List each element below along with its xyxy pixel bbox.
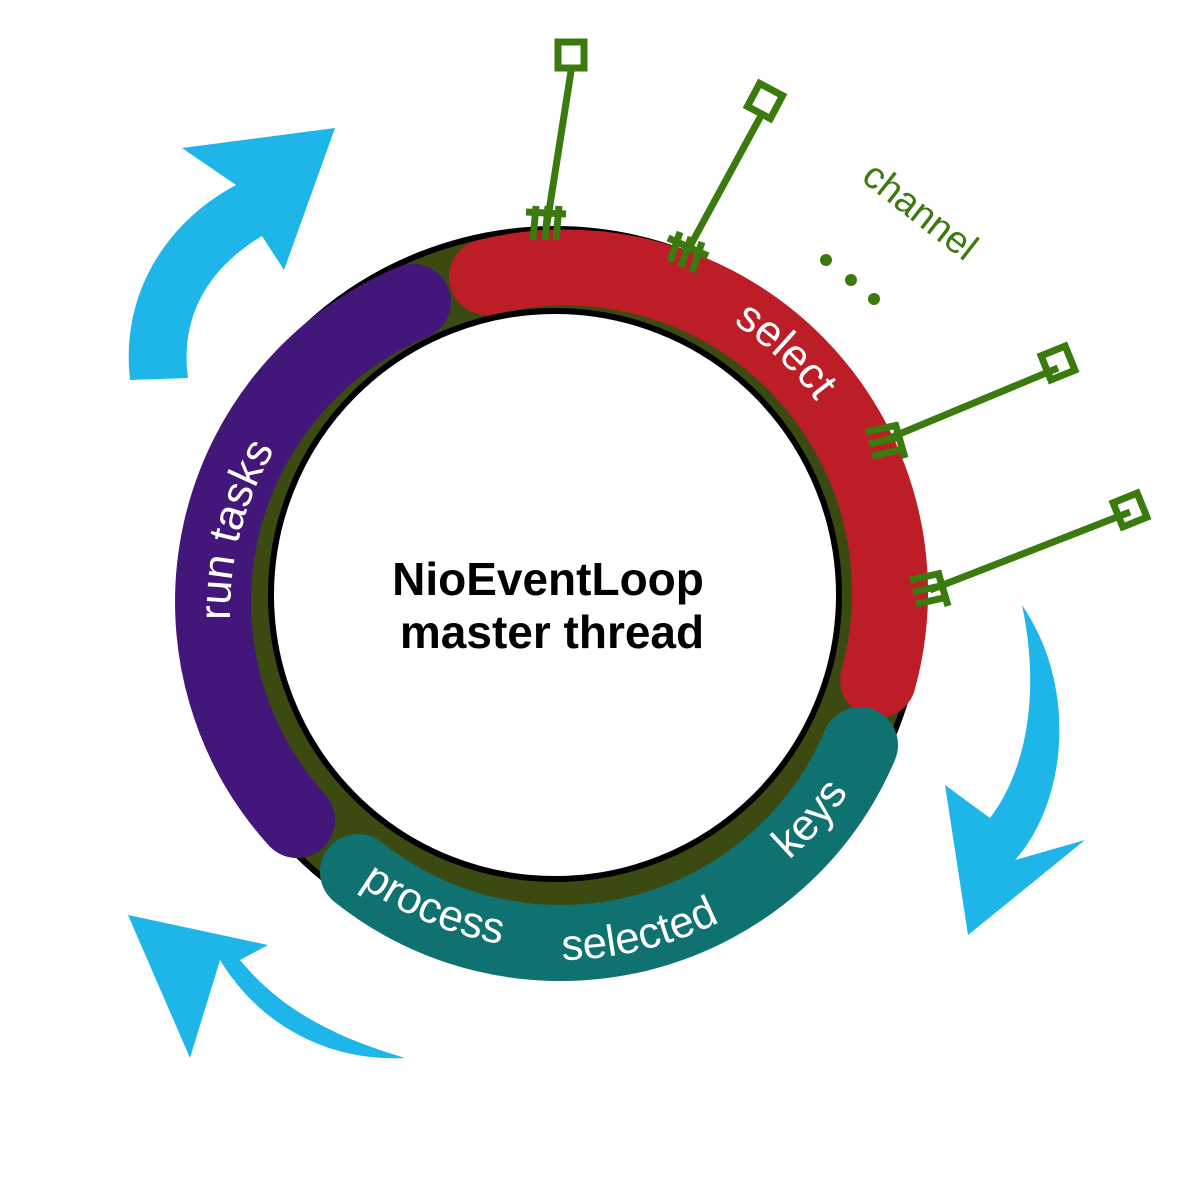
center-title-line2: master thread — [400, 606, 704, 658]
cycle-arrow-icon — [128, 128, 335, 380]
cycle-arrow-icon — [945, 605, 1085, 935]
channel-pin-icon — [865, 341, 1080, 460]
cycle-arrow-icon — [128, 915, 405, 1059]
channel-ellipsis — [820, 254, 880, 305]
run-tasks-segment — [175, 264, 451, 858]
select-segment — [449, 229, 928, 718]
channel-pin-icon — [525, 38, 588, 241]
center-title-line1: NioEventLoop — [392, 553, 704, 605]
channel-pin-icon — [666, 78, 788, 274]
process-selected-keys-segment — [320, 707, 898, 982]
channel-pin-icon — [909, 488, 1152, 608]
channel-label: channel — [854, 154, 985, 269]
